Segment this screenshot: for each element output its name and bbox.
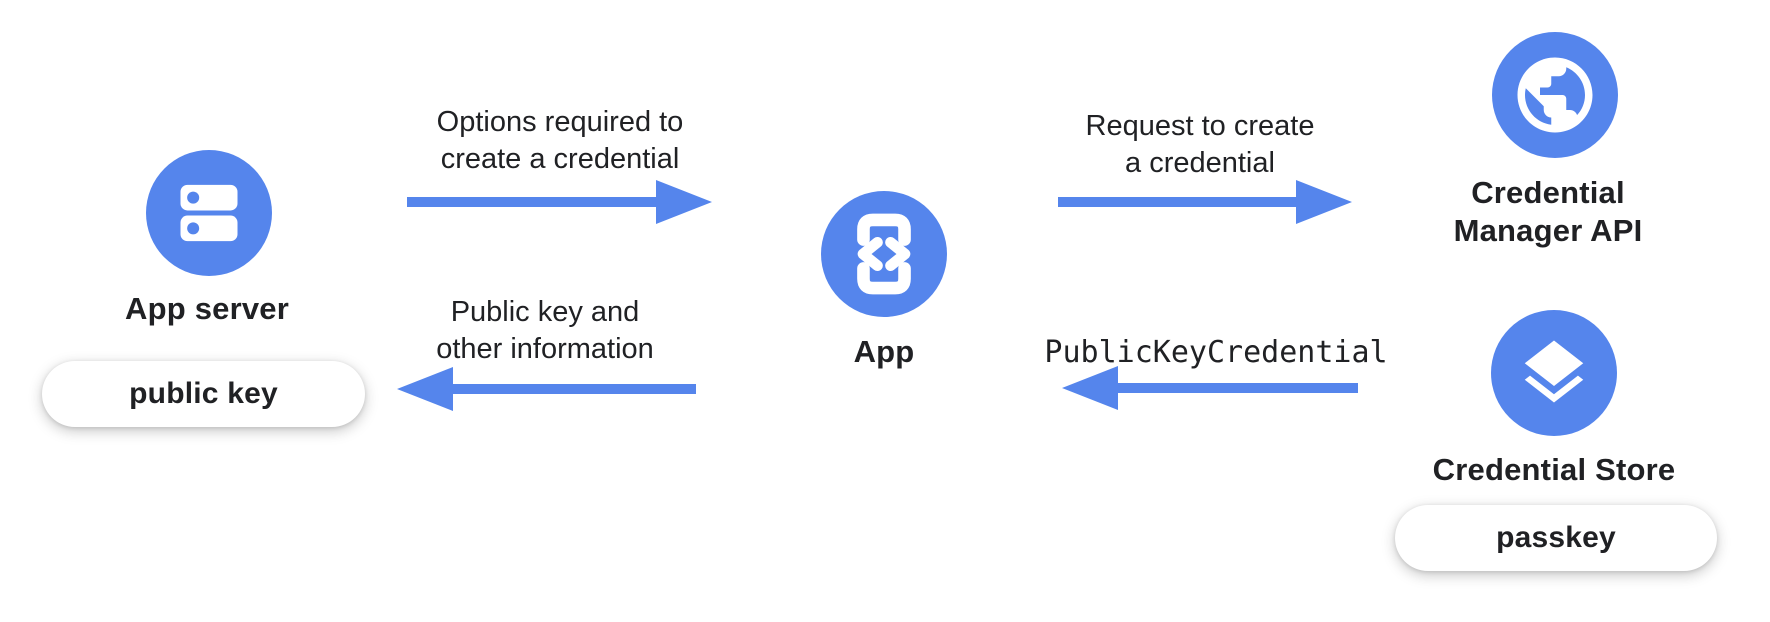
public-key-badge: public key [42, 361, 365, 427]
app-label: App [853, 334, 915, 369]
credential-manager-api-label: Credential Manager API [1453, 175, 1643, 248]
flow-label-public-key-credential: PublicKeyCredential [1044, 335, 1388, 370]
public-key-badge-text: public key [129, 377, 278, 410]
flow-label-public-key-return: Public key and other information [436, 296, 654, 365]
layers-icon [1524, 340, 1584, 403]
credential-store-label: Credential Store [1432, 452, 1676, 487]
phone-code-icon [857, 213, 911, 295]
app-server-label: App server [125, 291, 289, 326]
passkey-badge: passkey [1395, 505, 1717, 571]
app-node [821, 191, 947, 317]
flow-label-create-request: Request to create a credential [1085, 110, 1315, 179]
arrow-left-icon [1062, 366, 1358, 410]
arrow-left-icon [397, 367, 696, 411]
server-icon [180, 184, 238, 242]
flow-label-create-options: Options required to create a credential [436, 106, 684, 175]
globe-icon [1517, 57, 1593, 133]
passkey-badge-text: passkey [1496, 521, 1616, 554]
arrow-right-icon [407, 180, 712, 224]
credential-store-node [1491, 310, 1617, 436]
app-server-node [146, 150, 272, 276]
credential-manager-api-node [1492, 32, 1618, 158]
arrow-right-icon [1058, 180, 1352, 224]
